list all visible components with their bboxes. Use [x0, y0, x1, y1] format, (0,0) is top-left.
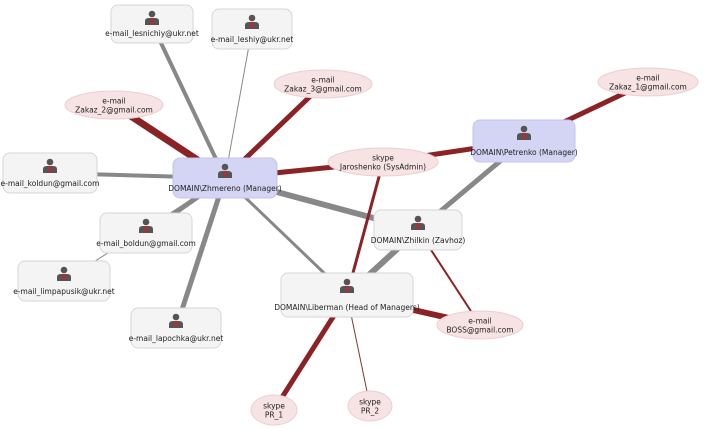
contact-bubble [250, 394, 298, 426]
person-icon [169, 313, 183, 328]
contact-bubble [436, 310, 524, 340]
node-label: PR_2 [361, 407, 379, 416]
node-label: DOMAIN\Liberman (Head of Managers) [274, 303, 420, 312]
person-icon [218, 163, 232, 178]
node-label: skype [359, 398, 381, 407]
node-lapochka[interactable]: e-mail_lapochka@ukr.net [129, 307, 224, 349]
node-lesnichiy[interactable]: e-mail_lesnichiy@ukr.net [105, 4, 199, 44]
node-label: BOSS@gmail.com [446, 326, 513, 335]
contact-bubble [64, 90, 164, 120]
edge-lesnichiy-zhmereno [150, 23, 227, 179]
person-icon [145, 10, 159, 25]
contact-bubble [273, 69, 373, 99]
node-label: e-mail [468, 317, 491, 326]
node-label: DOMAIN\Zhilkin (Zavhoz) [371, 236, 466, 245]
node-label: DOMAIN\Petrenko (Manager) [470, 148, 578, 157]
node-label: e-mail_leshiy@ukr.net [211, 35, 294, 44]
node-label: e-mail_koldun@gmail.com [1, 179, 100, 188]
node-label: DOMAIN\Zhmereno (Manager) [168, 184, 282, 193]
node-label: skype [372, 154, 394, 163]
node-limpapusik[interactable]: e-mail_limpapusik@ukr.net [13, 260, 115, 302]
node-label: Zakaz_1@gmail.com [609, 83, 687, 92]
node-label: e-mail [102, 97, 125, 106]
contact-bubble [347, 390, 393, 422]
manager-box [472, 119, 576, 163]
node-label: Zakaz_3@gmail.com [284, 85, 362, 94]
person-icon [43, 158, 57, 173]
person-icon [139, 218, 153, 233]
person-icon [340, 278, 354, 293]
node-label: e-mail_lapochka@ukr.net [129, 334, 224, 343]
edge-leshiy-zhmereno [224, 28, 253, 179]
contact-bubble [327, 147, 439, 177]
person-icon [411, 215, 425, 230]
node-label: Jaroshenko (SysAdmin) [339, 163, 426, 172]
edge-lapochka-zhmereno [173, 177, 228, 329]
node-petrenko[interactable]: DOMAIN\Petrenko (Manager) [470, 119, 578, 163]
user-box [280, 272, 414, 318]
person-icon [57, 266, 71, 281]
node-label: e-mail [311, 76, 334, 85]
person-icon [517, 125, 531, 140]
node-label: Zakaz_2@gmail.com [75, 106, 153, 115]
node-leshiy[interactable]: e-mail_leshiy@ukr.net [211, 8, 294, 50]
node-liberman[interactable]: DOMAIN\Liberman (Head of Managers) [274, 272, 420, 318]
contact-bubble [597, 67, 699, 97]
node-zhilkin[interactable]: DOMAIN\Zhilkin (Zavhoz) [371, 209, 466, 251]
node-label: e-mail_boldun@gmail.com [96, 239, 196, 248]
nodes-layer: DOMAIN\Zhmereno (Manager) DOMAIN\Petrenko… [1, 4, 699, 426]
node-label: PR_1 [265, 411, 283, 420]
node-zhmereno[interactable]: DOMAIN\Zhmereno (Manager) [168, 157, 282, 199]
person-icon [245, 14, 259, 29]
node-label: skype [263, 402, 285, 411]
node-boldun[interactable]: e-mail_boldun@gmail.com [96, 212, 196, 254]
node-koldun[interactable]: e-mail_koldun@gmail.com [1, 152, 100, 194]
node-label: e-mail_limpapusik@ukr.net [13, 287, 115, 296]
node-label: e-mail [636, 74, 659, 83]
node-label: e-mail_lesnichiy@ukr.net [105, 29, 199, 38]
